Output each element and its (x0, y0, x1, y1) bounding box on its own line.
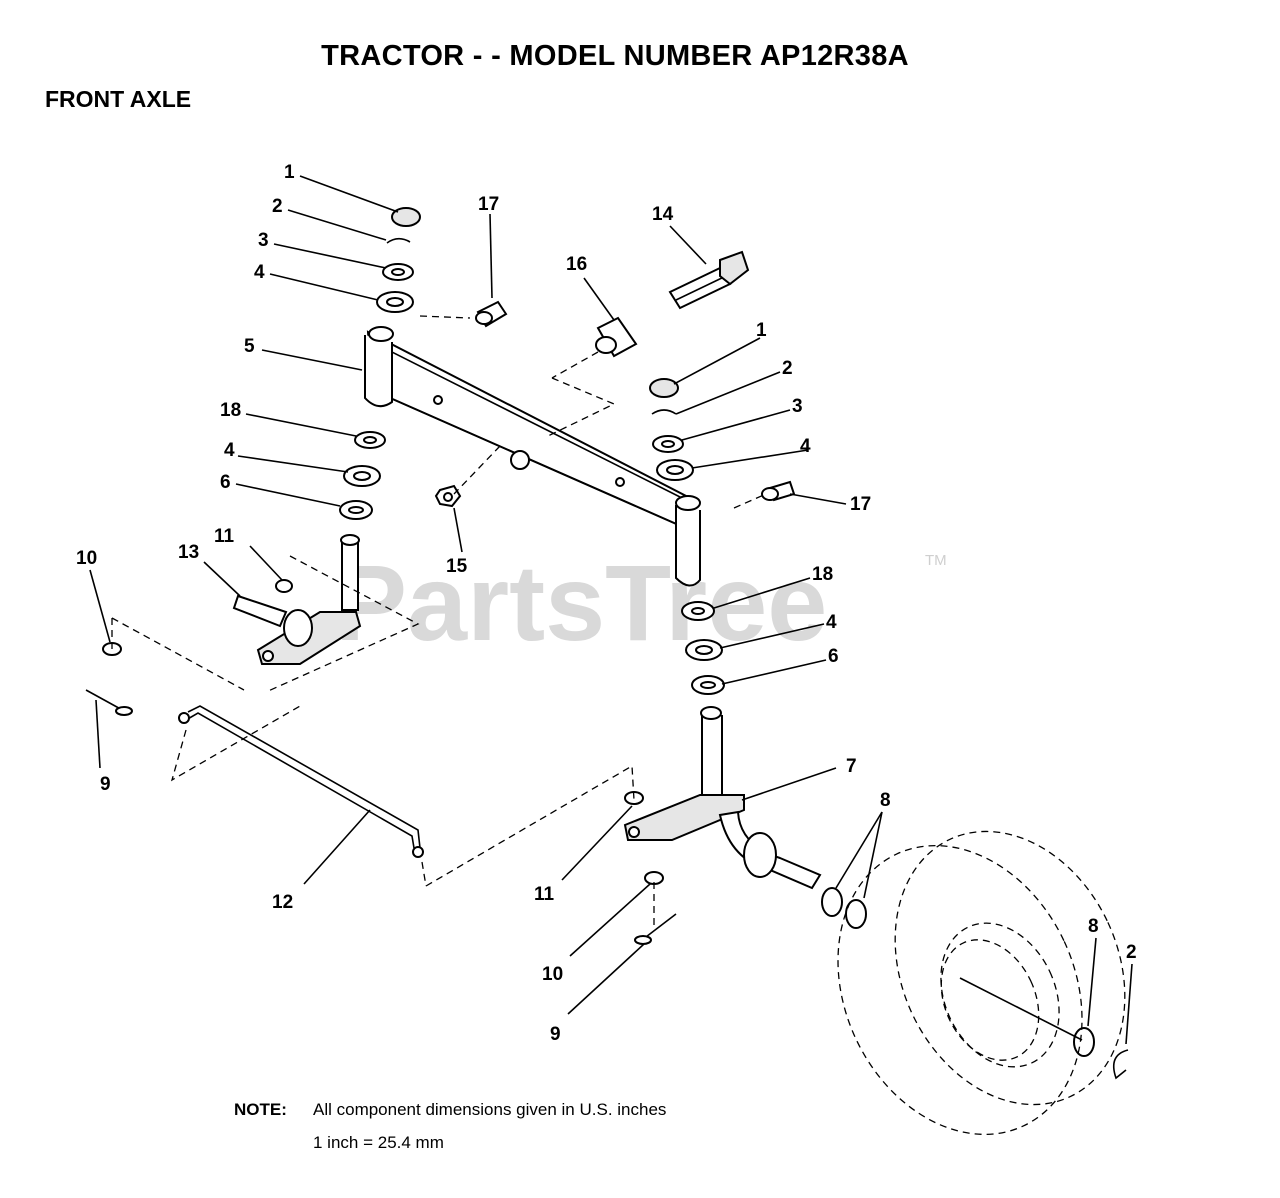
callout-14: 14 (652, 204, 674, 225)
callout-15: 15 (446, 556, 468, 577)
callout-4: 4 (826, 612, 837, 633)
tie-rod (178, 705, 424, 858)
callout-1: 1 (756, 320, 767, 341)
callout-5: 5 (244, 336, 255, 357)
left-spindle (232, 534, 362, 665)
callout-18: 18 (220, 400, 241, 421)
callout-8: 8 (880, 790, 891, 811)
callout-10: 10 (76, 548, 97, 569)
callout-1: 1 (284, 162, 295, 183)
callout-17: 17 (850, 494, 871, 515)
callout-4: 4 (800, 436, 811, 457)
callout-6: 6 (828, 646, 839, 667)
callout-11: 11 (534, 884, 555, 905)
right-spindle (623, 706, 822, 890)
callout-2: 2 (1126, 942, 1137, 963)
callout-3: 3 (792, 396, 803, 417)
callout-6: 6 (220, 472, 231, 493)
callout-2: 2 (272, 196, 283, 217)
note-text: All component dimensions given in U.S. i… (313, 1100, 667, 1119)
callout-4: 4 (224, 440, 235, 461)
callout-9: 9 (100, 774, 111, 795)
callout-16: 16 (566, 254, 587, 275)
callout-17: 17 (478, 194, 499, 215)
watermark-tm: TM (925, 552, 947, 569)
callout-7: 7 (846, 756, 857, 777)
small-parts (85, 207, 1129, 1080)
page-title: TRACTOR - - MODEL NUMBER AP12R38A (321, 40, 909, 72)
callout-9: 9 (550, 1024, 561, 1045)
watermark-text: PartsTree (335, 542, 827, 663)
tire (837, 830, 1126, 1136)
axle-beam (364, 326, 701, 587)
callout-2: 2 (782, 358, 793, 379)
note-label: NOTE: (234, 1100, 287, 1119)
callout-4: 4 (254, 262, 265, 283)
callout-3: 3 (258, 230, 269, 251)
note-conversion: 1 inch = 25.4 mm (313, 1133, 444, 1152)
callout-labels: 1 2 3 4 5 18 4 6 11 13 10 9 12 17 16 14 … (76, 162, 1137, 1045)
assembly-lines (111, 315, 767, 926)
callout-11: 11 (214, 526, 235, 547)
section-title: FRONT AXLE (45, 86, 192, 112)
leader-lines (89, 175, 1133, 1045)
fittings-and-bolt (434, 250, 796, 508)
callout-18: 18 (812, 564, 833, 585)
callout-10: 10 (542, 964, 563, 985)
callout-8: 8 (1088, 916, 1099, 937)
callout-12: 12 (272, 892, 293, 913)
callout-13: 13 (178, 542, 199, 563)
